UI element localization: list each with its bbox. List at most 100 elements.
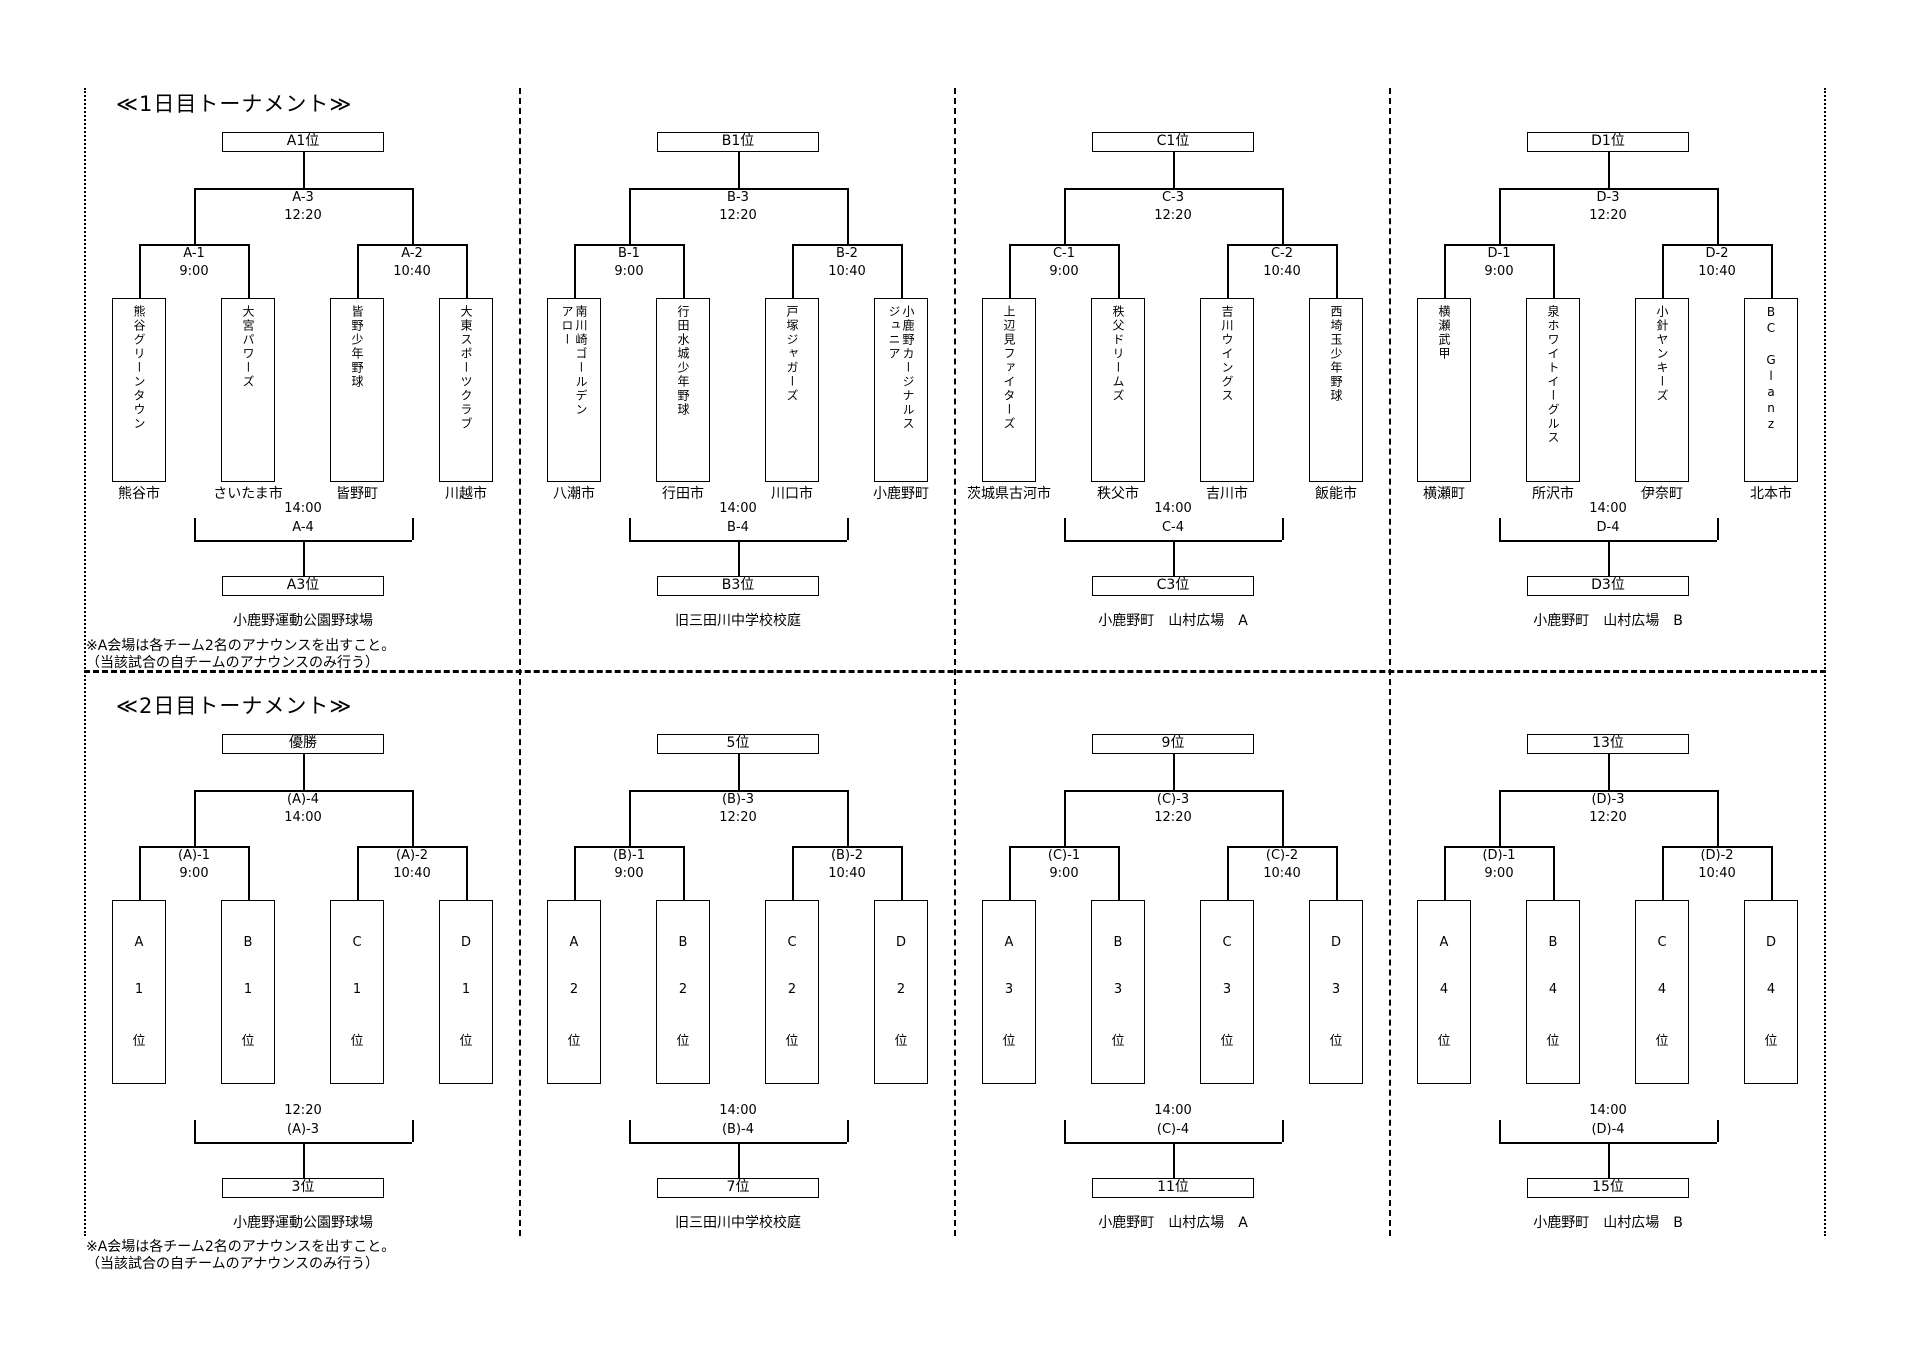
bracket-line (1282, 790, 1284, 846)
bracket-line (574, 846, 683, 848)
bracket-line (847, 1120, 849, 1142)
bracket-line (1227, 846, 1229, 900)
bracket-line (738, 540, 740, 576)
seed-text: C (787, 935, 797, 951)
column-divider (519, 88, 521, 1236)
team-city: 熊谷市 (118, 486, 160, 502)
team-city: 皆野町 (336, 486, 378, 502)
team-name: 上辺見ファイターズ (1002, 305, 1016, 431)
semi-left-time-label: 9:00 (614, 866, 644, 881)
seed-text: 2 (678, 982, 688, 998)
seed-text: A (134, 935, 144, 951)
bracket-line (1118, 244, 1120, 298)
bracket-line (303, 152, 305, 188)
third-match-label: (D)-4 (1591, 1122, 1625, 1137)
top-rank-box: 9位 (1092, 734, 1254, 754)
team-name: 秩父ドリームズ (1111, 305, 1125, 403)
seed-text: 位 (350, 1033, 364, 1049)
team-name-box: 西埼玉少年野球 (1309, 298, 1363, 482)
semi-left-match-label: C-1 (1052, 246, 1076, 261)
seed-text: B (1113, 935, 1123, 951)
bracket-line (1499, 188, 1717, 190)
bracket-line (1282, 518, 1284, 540)
bracket-line (683, 244, 685, 298)
venue-label: 旧三田川中学校校庭 (675, 1215, 801, 1231)
semi-right-time-label: 10:40 (1263, 264, 1301, 279)
bracket-line (629, 790, 847, 792)
bracket-line (738, 754, 740, 790)
team-name-box: 秩父ドリームズ (1091, 298, 1145, 482)
team-name-box: 皆野少年野球 (330, 298, 384, 482)
third-time-label: 14:00 (719, 501, 757, 516)
semi-right-time-label: 10:40 (1698, 264, 1736, 279)
team-name: 戸塚ジャガーズ (785, 305, 799, 403)
seed-text: 2 (896, 982, 906, 998)
bracket-line (139, 244, 141, 298)
venue-label: 旧三田川中学校校庭 (675, 613, 801, 629)
seed-text: 位 (1220, 1033, 1234, 1049)
bracket-line (738, 152, 740, 188)
team-name: 熊谷グリーンタウン (132, 305, 146, 431)
seed-text: 1 (461, 982, 471, 998)
seed-text: 4 (1766, 982, 1776, 998)
bracket-line (194, 1120, 196, 1142)
seed-text: 位 (1655, 1033, 1669, 1049)
team-name: 皆野少年野球 (350, 305, 364, 389)
bracket-line (1608, 1142, 1610, 1178)
team-name: ジュニア (887, 305, 901, 361)
bracket-line (194, 790, 196, 846)
bracket-line (1064, 188, 1282, 190)
bracket-line (357, 244, 359, 298)
bracket-line (1717, 518, 1719, 540)
team-city: 川越市 (445, 486, 487, 502)
team-city: 所沢市 (1532, 486, 1574, 502)
seed-text: 2 (569, 982, 579, 998)
bracket-line (194, 518, 196, 540)
bracket-line (139, 846, 141, 900)
team-city: 行田市 (662, 486, 704, 502)
bracket-line (139, 846, 248, 848)
final-match-label: (C)-3 (1156, 792, 1190, 807)
team-name: 吉川ウイングス (1220, 305, 1234, 403)
bracket-line (194, 790, 412, 792)
bracket-line (412, 188, 414, 244)
semi-left-match-label: (C)-1 (1047, 848, 1081, 863)
third-time-label: 14:00 (1589, 501, 1627, 516)
bracket-line (683, 846, 685, 900)
semi-left-time-label: 9:00 (1049, 264, 1079, 279)
bracket-line (1662, 244, 1664, 298)
seed-text: B (1548, 935, 1558, 951)
third-time-label: 14:00 (1589, 1103, 1627, 1118)
third-rank-box: 15位 (1527, 1178, 1689, 1198)
seed-text: 位 (459, 1033, 473, 1049)
bracket-line (1336, 846, 1338, 900)
bracket-line (1499, 518, 1501, 540)
team-city: 伊奈町 (1641, 486, 1683, 502)
team-name-box: 小針ヤンキーズ (1635, 298, 1689, 482)
day2-heading: ≪2日目トーナメント≫ (116, 694, 353, 718)
bracket-line (248, 846, 250, 900)
team-city: 飯能市 (1315, 486, 1357, 502)
final-time-label: 12:20 (1589, 208, 1627, 223)
seed-text: 位 (1764, 1033, 1778, 1049)
seed-text: 1 (352, 982, 362, 998)
seed-text: 3 (1222, 982, 1232, 998)
team-city: 小鹿野町 (873, 486, 929, 502)
team-city: 秩父市 (1097, 486, 1139, 502)
team-name: 泉ホワイトイーグルス (1546, 305, 1560, 445)
bracket-line (1064, 1120, 1066, 1142)
bracket-line (412, 1120, 414, 1142)
team-name: 西埼玉少年野球 (1329, 305, 1343, 403)
final-match-label: (A)-4 (287, 792, 319, 807)
bracket-line (1173, 1142, 1175, 1178)
bracket-line (1282, 1120, 1284, 1142)
third-time-label: 12:20 (284, 1103, 322, 1118)
